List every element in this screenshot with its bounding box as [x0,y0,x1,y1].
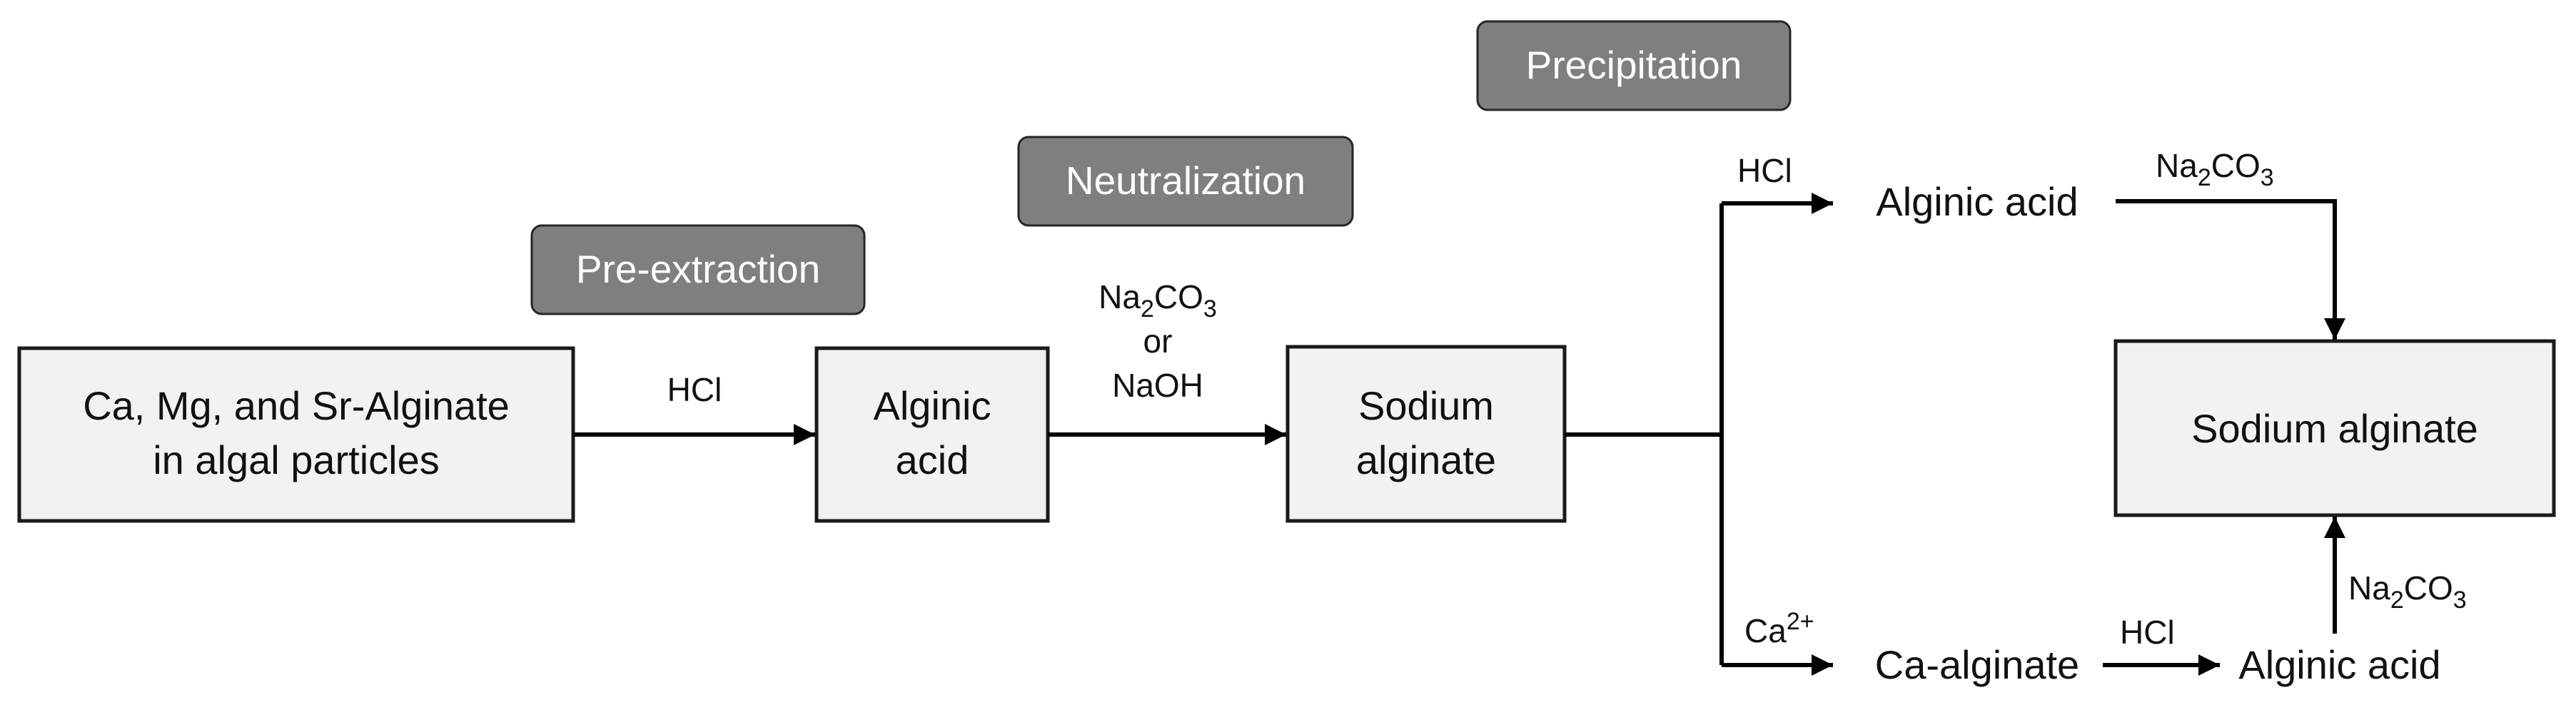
reagent-na2co3-upper: Na2CO3 [2156,147,2274,191]
node-sodium-alginate-final: Sodium alginate [2113,339,2556,517]
stage-neutralization: Neutralization [1017,136,1354,227]
node-start-line2: in algal particles [153,437,440,482]
node-start: Ca, Mg, and Sr-Alginate in algal particl… [17,346,575,523]
node-alginic-acid-line1: Alginic [874,383,991,428]
stage-pre-extraction: Pre-extraction [530,224,866,315]
reagent-ca2plus: Ca2+ [1744,608,1814,649]
reagent-hcl-upper: HCl [1737,152,1792,189]
node-start-line1: Ca, Mg, and Sr-Alginate [83,383,510,428]
node-alginic-acid-line2: acid [896,437,969,482]
reagent-na2co3-lower: Na2CO3 [2348,569,2467,614]
stage-precipitation-label: Precipitation [1526,43,1742,87]
node-alginic-acid-lower: Alginic acid [2238,642,2440,687]
node-sodium-alginate-line2: alginate [1356,437,1496,482]
reagent-hcl-lower: HCl [2120,614,2175,651]
stage-neutralization-label: Neutralization [1066,158,1305,203]
reagent-or: or [1143,323,1173,360]
stage-precipitation: Precipitation [1476,20,1792,111]
node-alginic-acid-upper: Alginic acid [1876,179,2078,224]
reagent-naoh: NaOH [1112,367,1203,404]
branch-upper-vertical [1565,203,1724,437]
node-sodium-alginate: Sodium alginate [1286,345,1567,523]
node-sodium-alginate-line1: Sodium [1358,383,1494,428]
node-sodium-alginate-final-label: Sodium alginate [2191,406,2478,451]
arrow-alginic-upper-to-final [2116,199,2345,340]
reagent-hcl-preextraction: HCl [667,371,722,408]
node-ca-alginate: Ca-alginate [1875,642,2079,687]
node-alginic-acid: Alginic acid [814,346,1050,523]
reagent-na2co3-neutralization: Na2CO3 [1098,278,1217,323]
stage-pre-extraction-label: Pre-extraction [576,247,820,291]
